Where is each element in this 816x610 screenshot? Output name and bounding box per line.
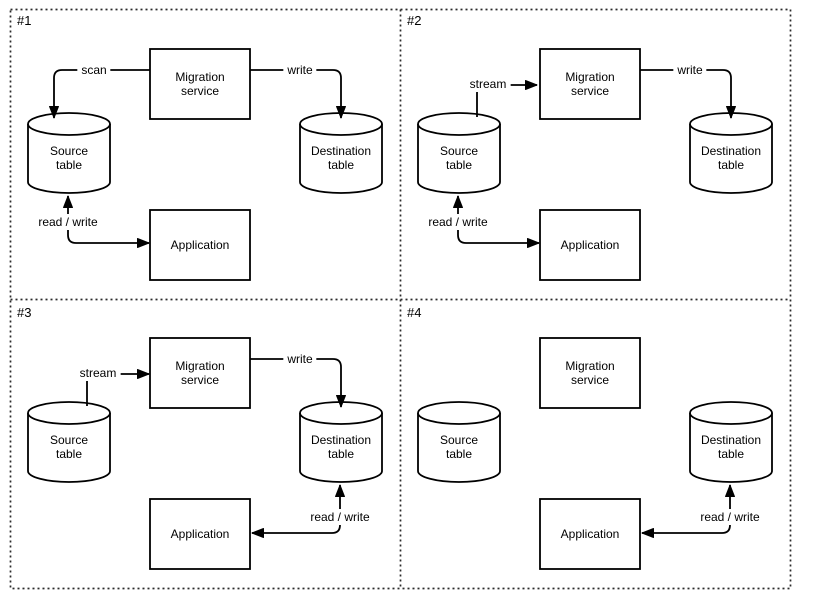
destination-table-label: Destination table <box>310 433 372 461</box>
write-edge-label: write <box>673 62 707 78</box>
migration-service-box <box>149 48 251 120</box>
application-label: Application <box>560 527 620 541</box>
application-label: Application <box>170 238 230 252</box>
migration-service-box <box>149 337 251 409</box>
application-label: Application <box>170 527 230 541</box>
write-edge-label: write <box>283 62 317 78</box>
scan-edge-label: scan <box>77 62 111 78</box>
write-edge-label: write <box>283 351 317 367</box>
migration-service-box <box>539 48 641 120</box>
source-table-label: Source table <box>49 144 89 172</box>
read-write-edge-label: read / write <box>34 214 102 230</box>
stream-edge-label: stream <box>465 76 511 92</box>
migration-service-box <box>539 337 641 409</box>
source-table-label: Source table <box>439 144 479 172</box>
application-box <box>539 498 641 570</box>
panel-3-id: #3 <box>17 305 32 320</box>
panel-4 <box>417 337 773 570</box>
read-write-edge-label: read / write <box>424 214 492 230</box>
scan-arrow <box>49 69 150 119</box>
migration-service-label: Migration service <box>175 359 225 387</box>
destination-table-label: Destination table <box>310 144 372 172</box>
source-table-cylinder <box>417 401 501 483</box>
read-write-arrow <box>251 484 345 538</box>
write-arrow <box>250 358 346 408</box>
destination-table-label: Destination table <box>700 144 762 172</box>
read-write-edge-label: read / write <box>696 509 764 525</box>
migration-service-label: Migration service <box>565 359 615 387</box>
write-arrow <box>640 69 736 119</box>
read-write-edge-label: read / write <box>306 509 374 525</box>
stream-edge-label: stream <box>75 365 121 381</box>
read-write-arrow <box>453 195 540 248</box>
source-table-cylinder <box>27 112 111 194</box>
application-box <box>149 209 251 281</box>
write-arrow <box>250 69 346 119</box>
source-table-label: Source table <box>439 433 479 461</box>
read-write-arrow <box>63 195 150 248</box>
source-table-cylinder <box>417 112 501 194</box>
source-table-cylinder <box>27 401 111 483</box>
destination-table-label: Destination table <box>700 433 762 461</box>
source-table-label: Source table <box>49 433 89 461</box>
panel-2 <box>417 48 773 281</box>
migration-service-label: Migration service <box>565 70 615 98</box>
destination-table-cylinder <box>299 401 383 483</box>
application-label: Application <box>560 238 620 252</box>
destination-table-cylinder <box>689 401 773 483</box>
read-write-arrow <box>641 484 735 538</box>
migration-service-label: Migration service <box>175 70 225 98</box>
application-box <box>149 498 251 570</box>
panel-4-id: #4 <box>407 305 422 320</box>
panel-1 <box>27 48 383 281</box>
application-box <box>539 209 641 281</box>
panel-1-id: #1 <box>17 13 32 28</box>
panel-2-id: #2 <box>407 13 422 28</box>
destination-table-cylinder <box>299 112 383 194</box>
destination-table-cylinder <box>689 112 773 194</box>
panel-3 <box>27 337 383 570</box>
